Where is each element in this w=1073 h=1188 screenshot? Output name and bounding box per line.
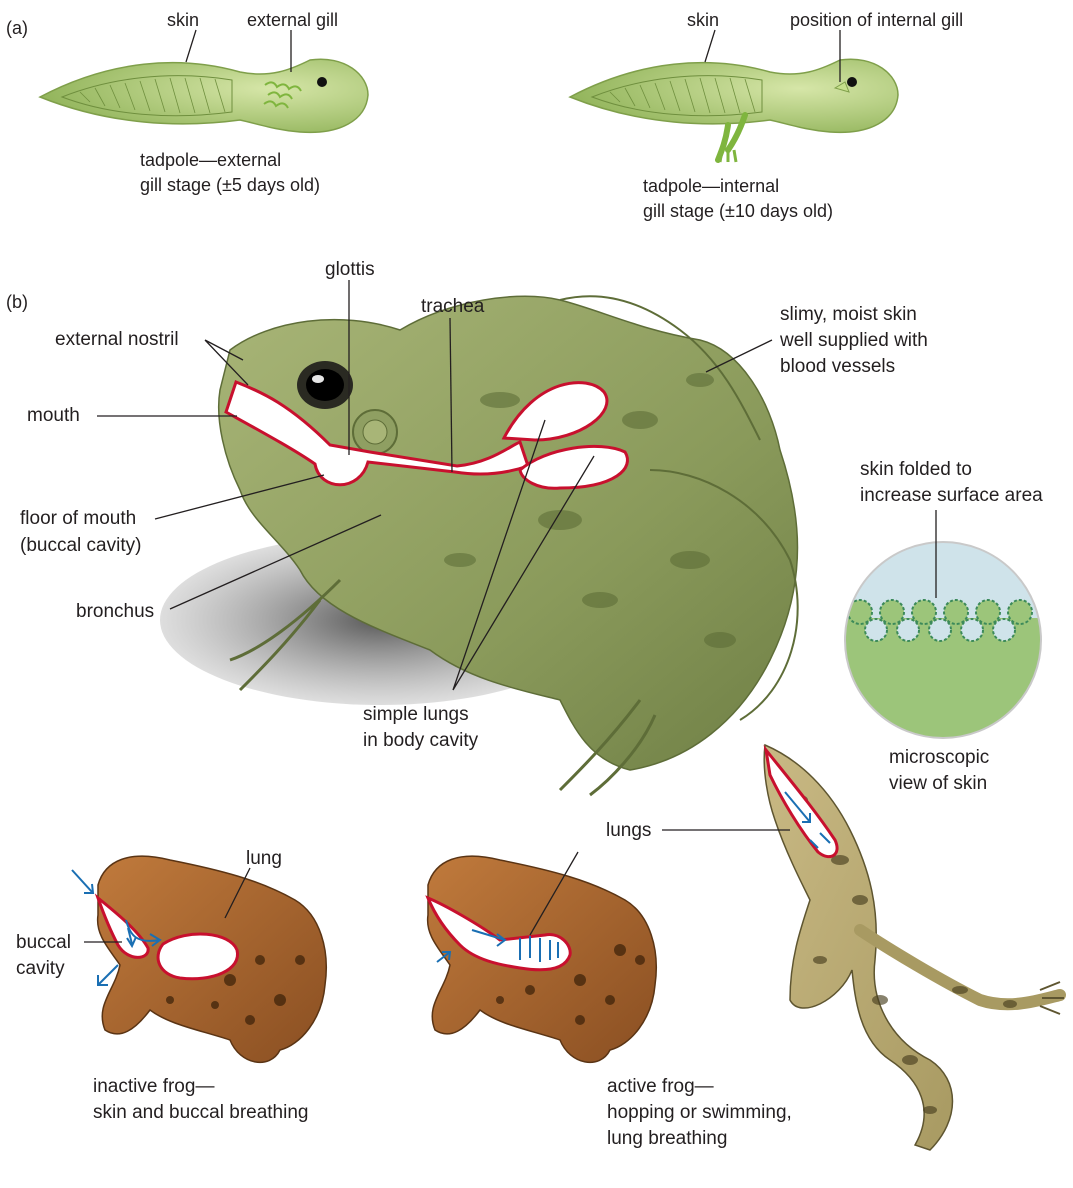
inactive-caption-line2: skin and buccal breathing <box>93 1102 308 1123</box>
tadpole2-skin-label: skin <box>687 10 719 30</box>
skin-folded-label-line1: skin folded to <box>860 459 972 480</box>
microscopic-skin-view <box>840 540 1050 758</box>
buccal-cavity-label-line2: cavity <box>16 958 65 979</box>
skin-label-line1: slimy, moist skin <box>780 304 917 325</box>
lung-label: lung <box>246 848 282 869</box>
floor-of-mouth-label-line2: (buccal cavity) <box>20 535 141 556</box>
internal-gill-label: position of internal gill <box>790 10 963 30</box>
floor-of-mouth-label-line1: floor of mouth <box>20 508 136 529</box>
external-nostril-label: external nostril <box>55 329 179 350</box>
tadpole1-caption-line2: gill stage (±5 days old) <box>140 175 320 195</box>
glottis-label: glottis <box>325 259 375 280</box>
active-caption-line3: lung breathing <box>607 1128 727 1149</box>
tadpole1-caption-line1: tadpole—external <box>140 150 281 170</box>
tadpole-external-gill-illustration <box>40 59 368 132</box>
skin-label-line3: blood vessels <box>780 356 895 377</box>
tadpole-internal-gill-illustration <box>570 59 898 162</box>
inactive-frog-illustration <box>98 856 327 1062</box>
skin-label-line2: well supplied with <box>779 330 928 351</box>
panel-a-label: (a) <box>6 18 28 38</box>
mouth-label: mouth <box>27 405 80 426</box>
active-caption-line1: active frog— <box>607 1076 714 1097</box>
trachea-label: trachea <box>421 296 485 317</box>
simple-lungs-label-line2: in body cavity <box>363 730 479 751</box>
panel-b-label: (b) <box>6 292 28 312</box>
leaping-frog-illustration <box>764 745 1064 1150</box>
skin-folded-label-line2: increase surface area <box>860 485 1043 506</box>
active-caption-line2: hopping or swimming, <box>607 1102 792 1123</box>
lungs-label: lungs <box>606 820 651 841</box>
tadpole2-caption-line1: tadpole—internal <box>643 176 779 196</box>
tadpole2-caption-line2: gill stage (±10 days old) <box>643 201 833 221</box>
simple-lungs-label-line1: simple lungs <box>363 704 469 725</box>
tadpole1-skin-label: skin <box>167 10 199 30</box>
bronchus-label: bronchus <box>76 601 154 622</box>
external-gill-label: external gill <box>247 10 338 30</box>
microscopic-caption-line2: view of skin <box>889 773 987 794</box>
active-frog-illustration <box>428 856 657 1062</box>
microscopic-caption-line1: microscopic <box>889 747 989 768</box>
buccal-cavity-label-line1: buccal <box>16 932 71 953</box>
large-frog-illustration <box>160 296 798 795</box>
inactive-caption-line1: inactive frog— <box>93 1076 214 1097</box>
